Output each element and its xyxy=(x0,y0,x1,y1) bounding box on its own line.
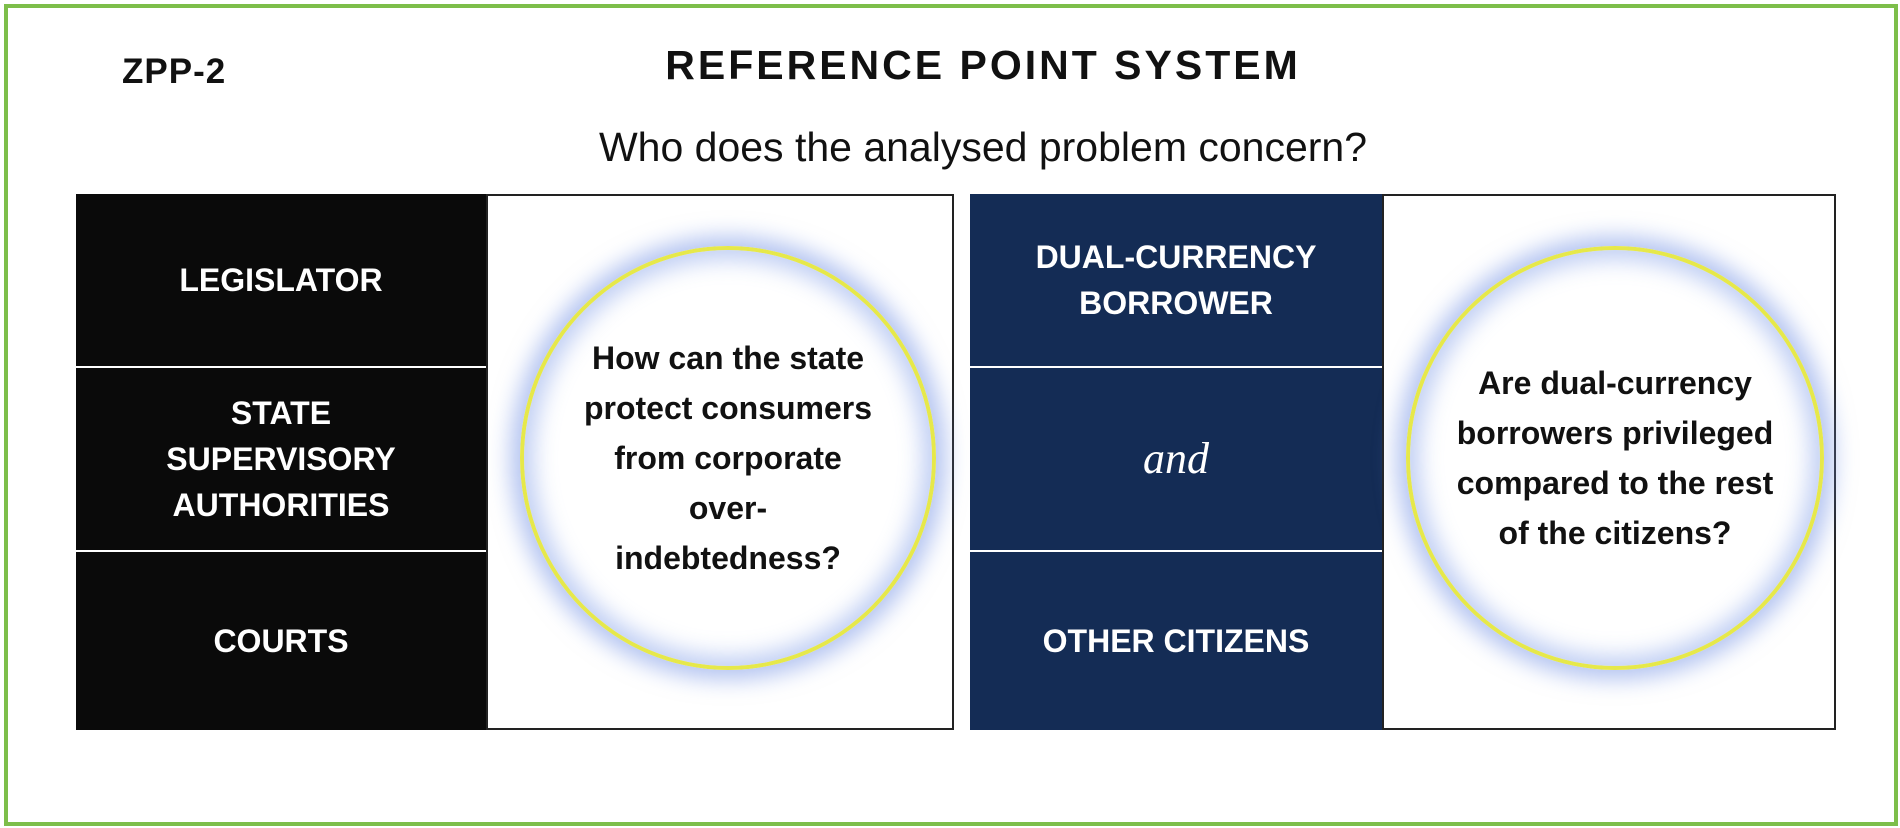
right-question-panel: Are dual-currency borrowers privileged c… xyxy=(1382,194,1836,730)
actor-courts: COURTS xyxy=(76,550,486,730)
diagram-code: ZPP-2 xyxy=(122,52,227,91)
left-question-ring: How can the state protect consumers from… xyxy=(520,246,936,670)
right-actor-stack: DUAL-CURRENCY BORROWER and OTHER CITIZEN… xyxy=(970,194,1382,730)
diagram-title: REFERENCE POINT SYSTEM xyxy=(665,42,1301,88)
actor-legislator: LEGISLATOR xyxy=(76,194,486,366)
diagram-frame: ZPP-2 REFERENCE POINT SYSTEM Who does th… xyxy=(4,4,1898,826)
left-question-panel: How can the state protect consumers from… xyxy=(486,194,954,730)
right-question-text: Are dual-currency borrowers privileged c… xyxy=(1456,365,1774,551)
actor-state-supervisory-authorities: STATE SUPERVISORY AUTHORITIES xyxy=(76,366,486,550)
diagram-subtitle: Who does the analysed problem concern? xyxy=(598,124,1368,170)
left-actor-stack: LEGISLATOR STATE SUPERVISORY AUTHORITIES… xyxy=(76,194,486,730)
actor-connector-and: and xyxy=(970,366,1382,550)
right-question-ring: Are dual-currency borrowers privileged c… xyxy=(1406,246,1824,670)
actor-dual-currency-borrower: DUAL-CURRENCY BORROWER xyxy=(970,194,1382,366)
actor-other-citizens: OTHER CITIZENS xyxy=(970,550,1382,730)
left-question-text: How can the state protect consumers from… xyxy=(583,340,873,576)
